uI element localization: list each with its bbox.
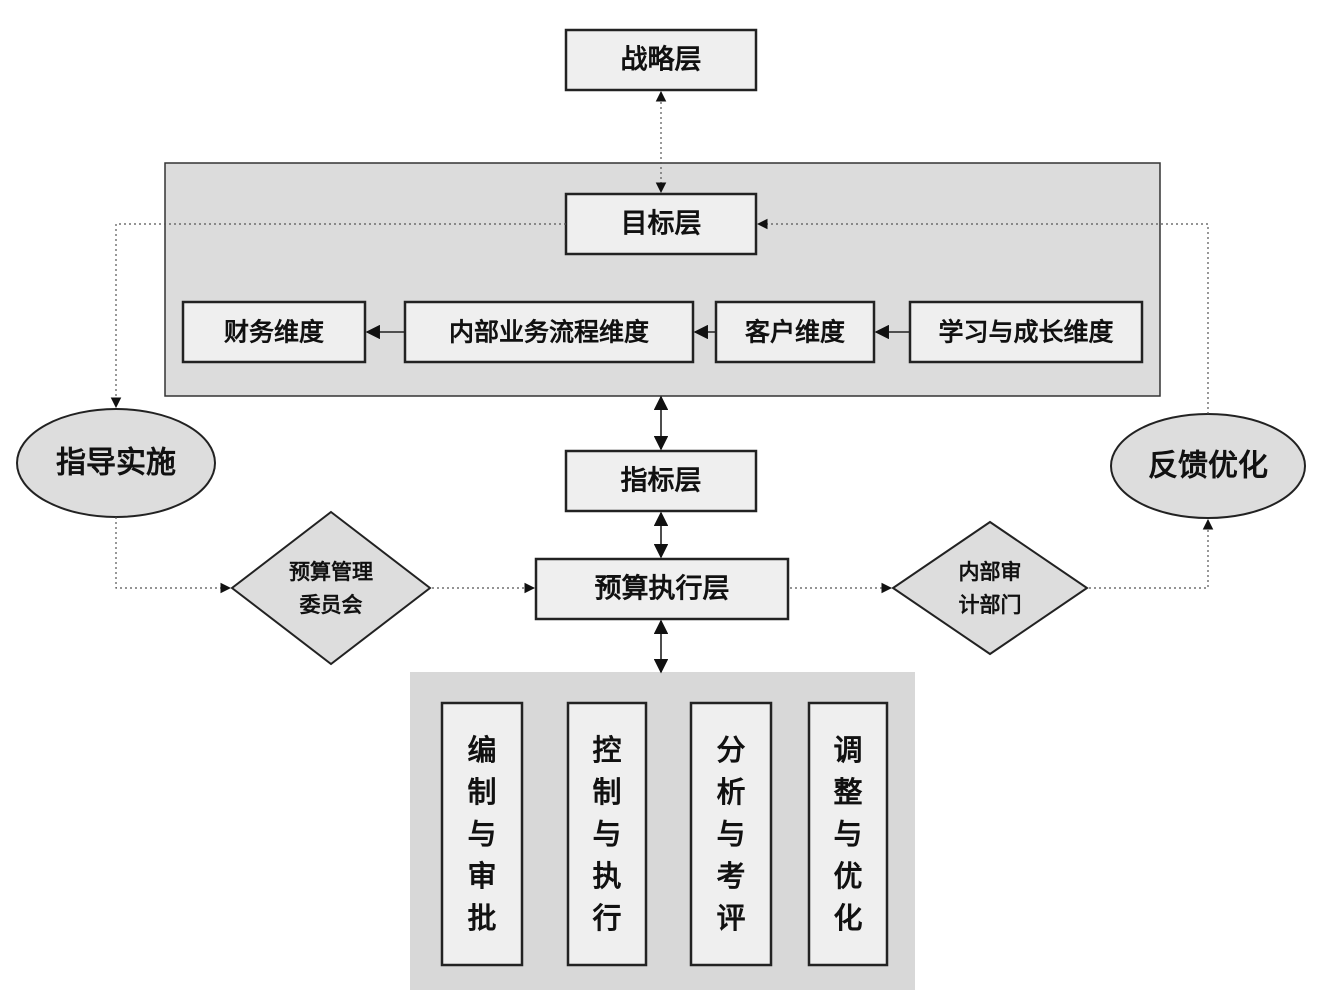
strategy-layer-label: 战略层 bbox=[621, 44, 702, 76]
financial-dimension-node: 财务维度 bbox=[181, 300, 367, 364]
arrow-feedback-to-target bbox=[756, 218, 1209, 414]
learning-growth-dimension-label: 学习与成长维度 bbox=[938, 318, 1113, 347]
stage-3-char-3: 与 bbox=[716, 817, 745, 851]
stage-4-char-3: 与 bbox=[833, 817, 862, 851]
guide-implementation-node: 指导实施 bbox=[16, 408, 216, 518]
stage-analyze-evaluate: 分 析 与 考 评 bbox=[689, 701, 773, 967]
stage-1-char-5: 批 bbox=[467, 901, 496, 935]
stage-1-char-2: 制 bbox=[467, 775, 496, 809]
indicator-layer-label: 指标层 bbox=[621, 466, 702, 497]
stage-3-char-1: 分 bbox=[716, 733, 745, 767]
stage-2-char-5: 行 bbox=[591, 901, 621, 935]
execution-layer-node: 预算执行层 bbox=[534, 557, 790, 621]
indicator-layer-node: 指标层 bbox=[564, 449, 758, 513]
stage-4-char-1: 调 bbox=[833, 733, 862, 767]
financial-dimension-label: 财务维度 bbox=[224, 318, 324, 347]
target-layer-node: 目标层 bbox=[564, 192, 758, 256]
customer-dimension-node: 客户维度 bbox=[714, 300, 876, 364]
stage-4-char-5: 化 bbox=[833, 901, 862, 935]
stage-2-char-2: 制 bbox=[592, 775, 621, 809]
guide-implementation-label: 指导实施 bbox=[56, 446, 176, 481]
arrow-guide-to-committee bbox=[115, 517, 232, 594]
internal-audit-label-line1: 内部审 bbox=[959, 560, 1022, 584]
internal-process-dimension-node: 内部业务流程维度 bbox=[403, 300, 695, 364]
strategy-layer-node: 战略层 bbox=[564, 28, 758, 92]
stage-3-char-5: 评 bbox=[716, 901, 745, 935]
budget-committee-node: 预算管理 委员会 bbox=[230, 510, 432, 666]
learning-growth-dimension-node: 学习与成长维度 bbox=[908, 300, 1144, 364]
feedback-optimization-node: 反馈优化 bbox=[1110, 413, 1306, 519]
execution-layer-label: 预算执行层 bbox=[595, 573, 730, 605]
stage-1-char-1: 编 bbox=[467, 733, 496, 767]
stage-2-char-4: 执 bbox=[592, 859, 621, 893]
budget-committee-label-line1: 预算管理 bbox=[289, 560, 373, 584]
stage-2-char-3: 与 bbox=[592, 817, 621, 851]
stage-3-char-4: 考 bbox=[716, 859, 745, 893]
customer-dimension-label: 客户维度 bbox=[745, 318, 845, 347]
target-layer-label: 目标层 bbox=[621, 209, 702, 240]
stage-4-char-4: 优 bbox=[833, 859, 862, 893]
stage-control-execute: 控 制 与 执 行 bbox=[566, 701, 648, 967]
stage-2-char-1: 控 bbox=[592, 733, 621, 767]
stage-4-char-2: 整 bbox=[833, 775, 862, 809]
internal-audit-label-line2: 计部门 bbox=[959, 593, 1022, 617]
stage-1-char-3: 与 bbox=[467, 817, 496, 851]
feedback-optimization-label: 反馈优化 bbox=[1148, 449, 1268, 484]
stage-1-char-4: 审 bbox=[467, 859, 496, 893]
arrow-target-to-guide bbox=[110, 223, 566, 409]
arrow-audit-to-feedback bbox=[1089, 518, 1214, 589]
stage-3-char-2: 析 bbox=[716, 775, 745, 809]
stage-adjust-optimize: 调 整 与 优 化 bbox=[807, 701, 889, 967]
internal-audit-node: 内部审 计部门 bbox=[891, 520, 1089, 656]
internal-process-dimension-label: 内部业务流程维度 bbox=[449, 318, 649, 347]
stage-compile-approve: 编 制 与 审 批 bbox=[440, 701, 524, 967]
budget-committee-label-line2: 委员会 bbox=[299, 593, 363, 617]
